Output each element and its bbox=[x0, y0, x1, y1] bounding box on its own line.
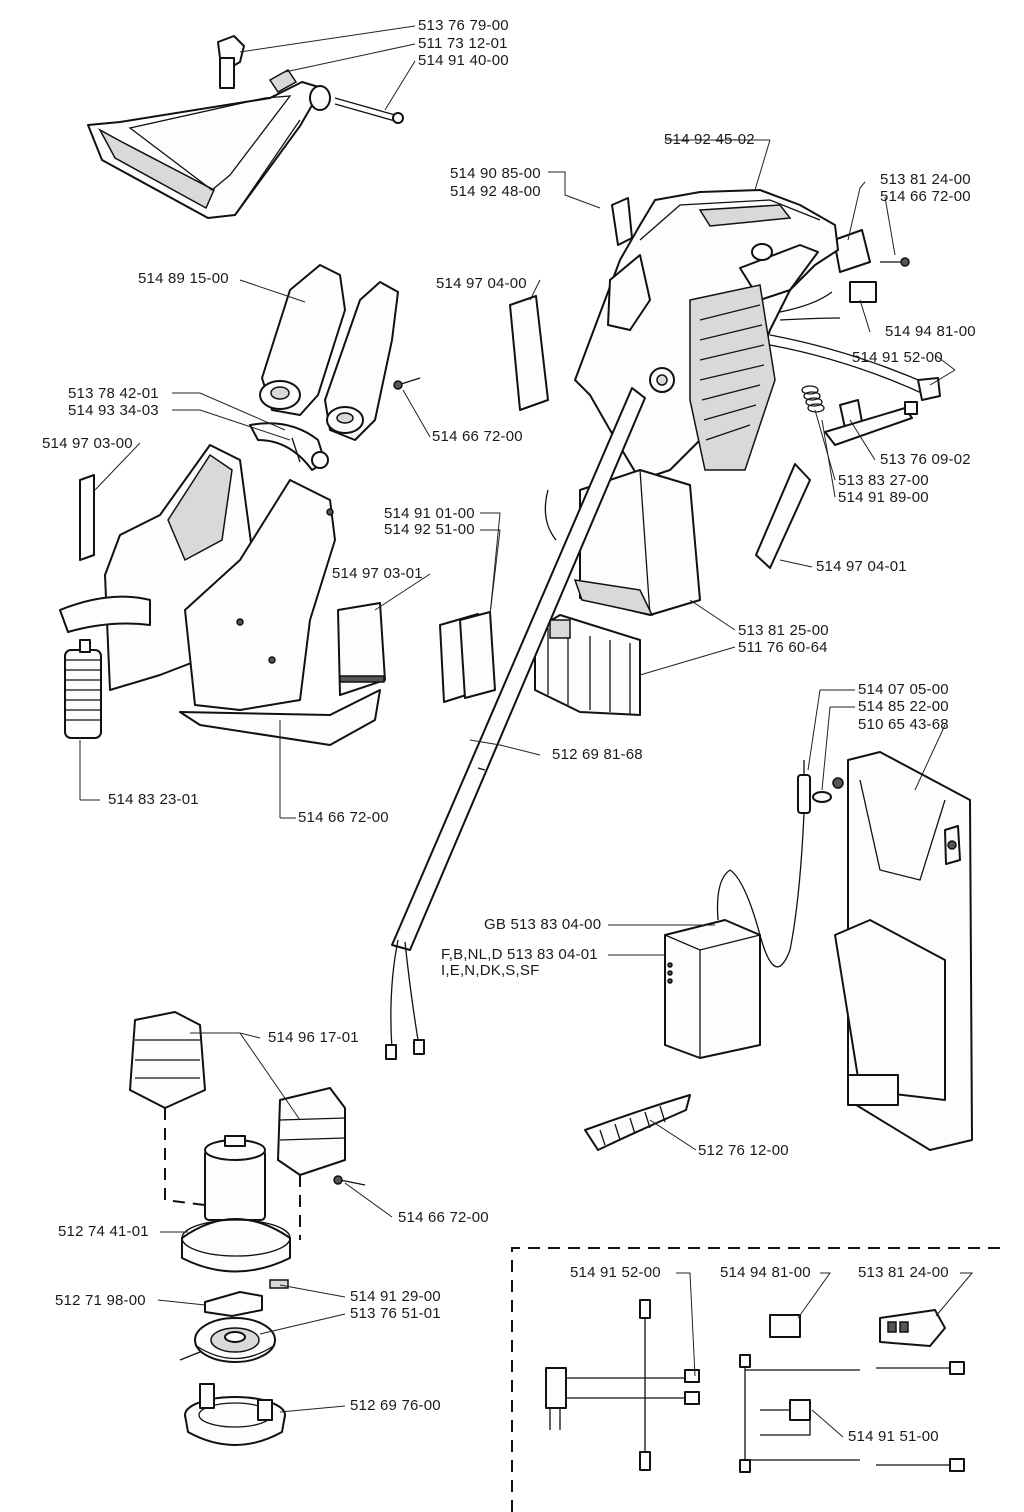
part-label: 512 69 81-68 bbox=[552, 746, 643, 763]
wall-bracket-part bbox=[834, 751, 973, 1151]
part-label: 514 97 04-00 bbox=[436, 275, 527, 292]
inset-connector-part bbox=[879, 1309, 946, 1347]
handle-housing-halves-part bbox=[259, 264, 421, 441]
part-label: 513 81 25-00 bbox=[738, 622, 829, 639]
spool-button-part bbox=[204, 1279, 289, 1317]
part-label: 514 83 23-01 bbox=[108, 791, 199, 808]
motor-bracket-part bbox=[249, 422, 329, 471]
motor-cover-halves-part bbox=[129, 1011, 346, 1240]
spool-cover-part bbox=[184, 1383, 286, 1446]
part-label: 513 78 42-01 bbox=[68, 385, 159, 402]
part-label: GB 513 83 04-00 bbox=[484, 916, 602, 933]
part-label: 514 91 29-00 bbox=[350, 1288, 441, 1305]
battery-block-part bbox=[544, 469, 701, 617]
part-label: 514 07 05-00 bbox=[858, 681, 949, 698]
part-label: 514 94 81-00 bbox=[885, 323, 976, 340]
part-label: 513 83 27-00 bbox=[838, 472, 929, 489]
part-label: 510 65 43-68 bbox=[858, 716, 949, 733]
part-label: 514 66 72-00 bbox=[298, 809, 389, 826]
part-label: 514 92 51-00 bbox=[384, 521, 475, 538]
part-label: 514 97 04-01 bbox=[816, 558, 907, 575]
part-label: 513 76 79-00 bbox=[418, 17, 509, 34]
part-label: 513 81 24-00 bbox=[880, 171, 971, 188]
motor-part bbox=[181, 1135, 366, 1273]
part-label: 514 91 01-00 bbox=[384, 505, 475, 522]
wiring-harness-part bbox=[769, 257, 941, 401]
part-label: 512 71 98-00 bbox=[55, 1292, 146, 1309]
spring-roller-part bbox=[64, 639, 102, 739]
part-label: 514 92 48-00 bbox=[450, 183, 541, 200]
line-spool-part bbox=[179, 1317, 276, 1363]
part-label: 514 97 03-00 bbox=[42, 435, 133, 452]
part-label: 514 89 15-00 bbox=[138, 270, 229, 287]
part-label: 514 94 81-00 bbox=[720, 1264, 811, 1281]
wiring-inset-box bbox=[511, 1247, 1000, 1512]
part-label: 511 73 12-01 bbox=[418, 35, 508, 52]
part-label: 511 76 60-64 bbox=[738, 639, 828, 656]
inset-switch-wires-part bbox=[739, 1314, 965, 1473]
trigger-spring-part bbox=[801, 385, 918, 446]
battery-cells-part bbox=[534, 614, 641, 716]
part-label: 514 85 22-00 bbox=[858, 698, 949, 715]
part-label: 512 69 76-00 bbox=[350, 1397, 441, 1414]
part-label: 513 81 24-00 bbox=[858, 1264, 949, 1281]
part-label: 514 91 52-00 bbox=[852, 349, 943, 366]
cutting-guard-housing-part bbox=[59, 444, 386, 746]
charger-plug-part bbox=[716, 760, 844, 968]
inset-harness-part bbox=[545, 1299, 700, 1471]
part-label: 514 91 52-00 bbox=[570, 1264, 661, 1281]
part-label: 514 92 45-02 bbox=[664, 131, 755, 148]
trimmer-blade-part bbox=[584, 1094, 691, 1151]
guard-frame-part bbox=[87, 35, 404, 219]
part-label: 514 93 34-03 bbox=[68, 402, 159, 419]
part-label: F,B,NL,D 513 83 04-01 bbox=[441, 946, 598, 963]
part-label: 513 76 51-01 bbox=[350, 1305, 441, 1322]
part-label: 514 97 03-01 bbox=[332, 565, 423, 582]
part-label: 514 90 85-00 bbox=[450, 165, 541, 182]
part-label: 514 91 40-00 bbox=[418, 52, 509, 69]
part-label: 514 96 17-01 bbox=[268, 1029, 359, 1046]
grip-sleeve-part bbox=[459, 611, 496, 699]
part-label: 514 66 72-00 bbox=[398, 1209, 489, 1226]
part-label: 514 66 72-00 bbox=[432, 428, 523, 445]
part-label: 512 76 12-00 bbox=[698, 1142, 789, 1159]
charger-unit-part bbox=[664, 919, 761, 1059]
part-label: 513 76 09-02 bbox=[880, 451, 971, 468]
part-label: 514 91 51-00 bbox=[848, 1428, 939, 1445]
leader-lines bbox=[79, 25, 974, 1438]
part-label: 514 91 89-00 bbox=[838, 489, 929, 506]
part-label: 514 66 72-00 bbox=[880, 188, 971, 205]
part-label: I,E,N,DK,S,SF bbox=[441, 962, 540, 979]
shaft-tube-part bbox=[385, 387, 646, 1060]
part-label: 512 74 41-01 bbox=[58, 1223, 149, 1240]
